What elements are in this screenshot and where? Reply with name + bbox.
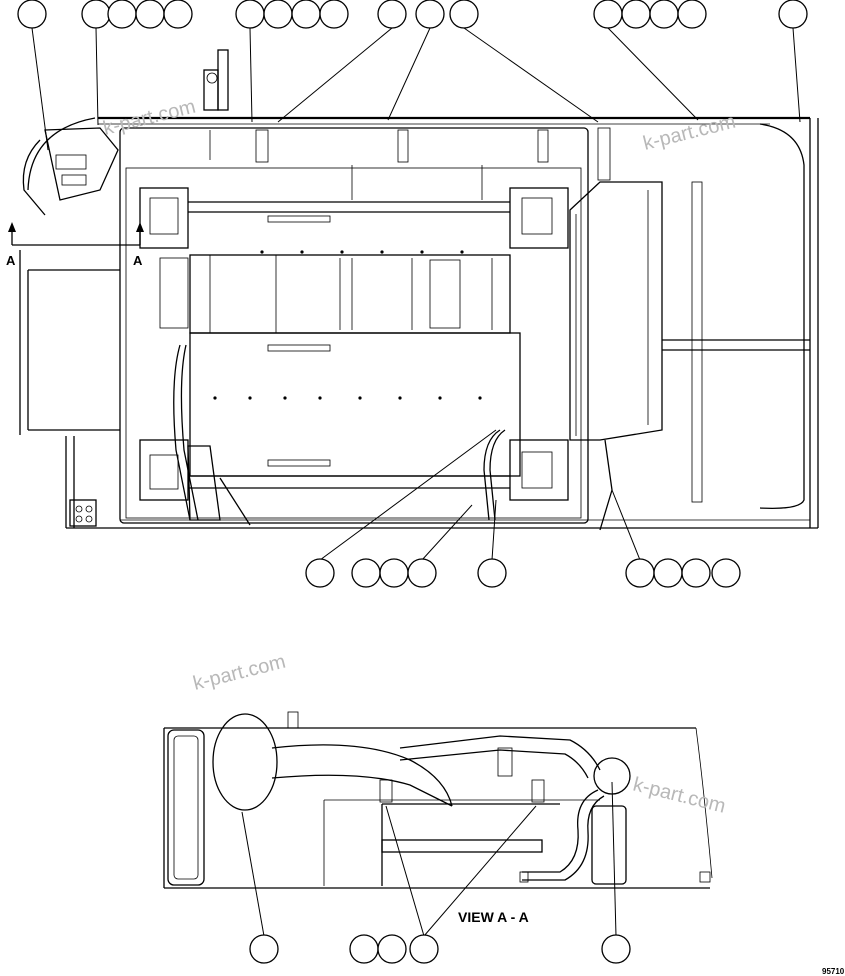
- callout-bubble: [249, 934, 279, 964]
- watermark-bottom-right: k-part.com: [631, 774, 728, 818]
- section-arrow-label-right: A: [133, 253, 143, 268]
- callout-bubble: [291, 0, 321, 29]
- callout-bubble: [107, 0, 137, 29]
- callout-bubble: [621, 0, 651, 29]
- callout-bubble: [477, 558, 507, 588]
- callout-bubble: [407, 558, 437, 588]
- callout-bubble: [305, 558, 335, 588]
- callout-bubble: [377, 934, 407, 964]
- callout-bubble: [653, 558, 683, 588]
- callout-bubble: [409, 934, 439, 964]
- callout-bubble: [379, 558, 409, 588]
- callout-bubble: [711, 558, 741, 588]
- callout-bubble: [677, 0, 707, 29]
- leader-lines: [31, 27, 801, 937]
- callout-bubble: [17, 0, 47, 29]
- watermark-middle: k-part.com: [191, 651, 288, 695]
- callout-bubble: [263, 0, 293, 29]
- callout-bubble: [593, 0, 623, 29]
- view-title: VIEW A - A: [458, 909, 529, 925]
- callout-bubble: [135, 0, 165, 29]
- callout-bubble: [163, 0, 193, 29]
- callout-bubble: [681, 558, 711, 588]
- callout-bubble: [349, 934, 379, 964]
- section-view-a-a: [163, 711, 713, 889]
- bolt-row: [213, 250, 482, 400]
- callout-bubble: [778, 0, 808, 29]
- callout-bubble: [377, 0, 407, 29]
- callout-bubble: [449, 0, 479, 29]
- top-view: [8, 49, 819, 531]
- drawing-number: 95710: [822, 967, 845, 976]
- callout-bubble: [625, 558, 655, 588]
- callout-bubble: [81, 0, 111, 29]
- callout-bubble: [601, 934, 631, 964]
- callout-bubble: [351, 558, 381, 588]
- callout-bubble: [649, 0, 679, 29]
- callout-bubble: [415, 0, 445, 29]
- watermark-top-left: k-part.com: [101, 96, 198, 140]
- callout-bubble: [319, 0, 349, 29]
- section-arrow-label-left: A: [6, 253, 16, 268]
- callout-bubbles: [17, 0, 808, 964]
- callout-bubble: [235, 0, 265, 29]
